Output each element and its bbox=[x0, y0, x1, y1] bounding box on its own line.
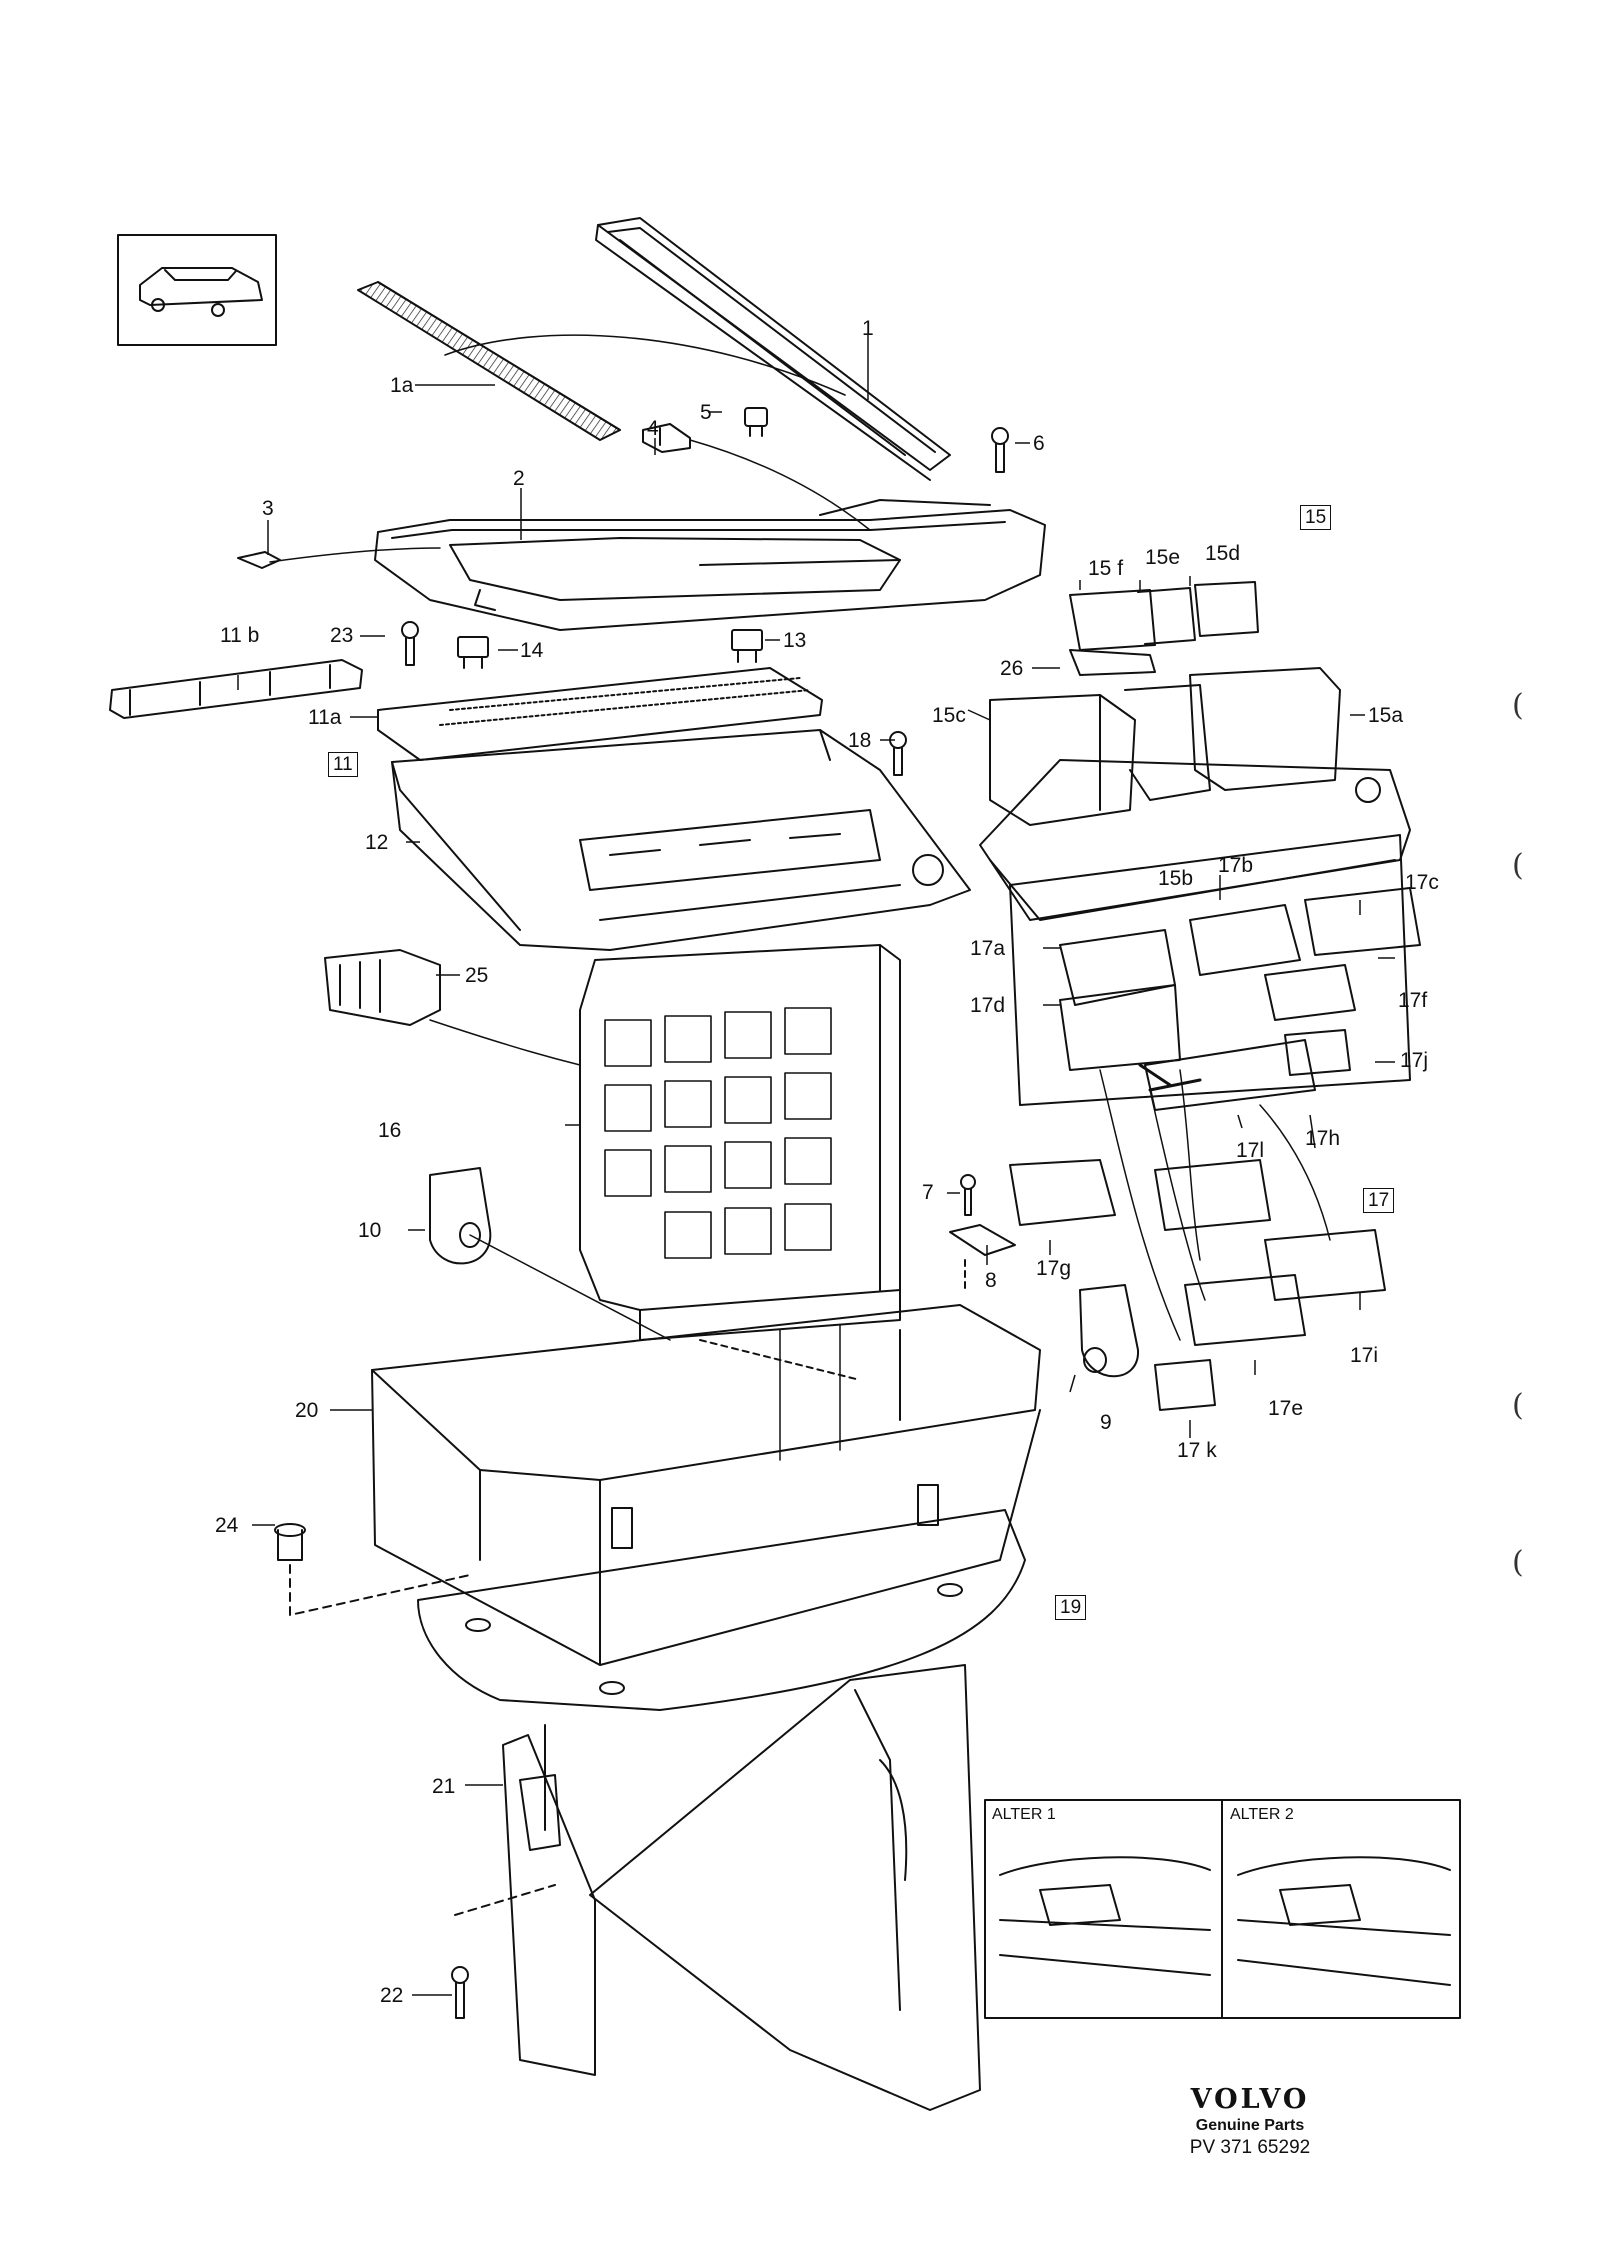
car-thumbnail bbox=[118, 235, 276, 345]
leader-lines bbox=[238, 335, 1395, 1995]
callout-4: 4 bbox=[647, 417, 659, 440]
brand-block: VOLVO Genuine Parts PV 371 65292 bbox=[1160, 2084, 1340, 2159]
callout-1: 1 bbox=[862, 317, 874, 340]
callout-22: 22 bbox=[380, 1984, 404, 2007]
callout-17d: 17d bbox=[970, 994, 1006, 1017]
callout-9: 9 bbox=[1100, 1411, 1112, 1434]
callout-24: 24 bbox=[215, 1514, 239, 1537]
ref-box-15: 15 bbox=[1300, 505, 1332, 530]
part-24-bolt bbox=[275, 1524, 470, 1615]
part-5-fuse bbox=[745, 408, 767, 436]
callout-10: 10 bbox=[358, 1219, 382, 1242]
callout-17i: 17i bbox=[1350, 1344, 1379, 1367]
callout-6: 6 bbox=[1033, 432, 1045, 455]
callout-17b: 17b bbox=[1218, 854, 1254, 877]
callout-17j: 17j bbox=[1400, 1049, 1429, 1072]
callout-17h: 17h bbox=[1305, 1127, 1341, 1150]
callout-20: 20 bbox=[295, 1399, 319, 1422]
part-25-connector bbox=[325, 950, 580, 1065]
part-8-clamp bbox=[950, 1225, 1015, 1290]
callout-15b: 15b bbox=[1158, 867, 1194, 890]
part-14-fuse bbox=[458, 637, 488, 668]
callout-15a: 15a bbox=[1368, 704, 1404, 727]
callout-18: 18 bbox=[848, 729, 872, 752]
part-catalog-code: PV 371 65292 bbox=[1189, 2137, 1311, 2158]
callout-17e: 17e bbox=[1268, 1397, 1304, 1420]
part-11b-bracket bbox=[110, 660, 362, 718]
callout-12: 12 bbox=[365, 831, 389, 854]
margin-mark: ( bbox=[1512, 688, 1524, 723]
callout-17k: 17 k bbox=[1177, 1439, 1217, 1462]
callout-17a: 17a bbox=[970, 937, 1006, 960]
part-4-clip bbox=[643, 424, 690, 452]
callout-7: 7 bbox=[922, 1181, 934, 1204]
callout-17c: 17c bbox=[1405, 871, 1439, 894]
callout-17g: 17g bbox=[1036, 1257, 1072, 1280]
part-13-fuse bbox=[732, 630, 762, 662]
part-2-lid bbox=[375, 500, 1045, 630]
part-23-screw bbox=[402, 622, 418, 665]
brand-subtitle: Genuine Parts bbox=[1195, 2117, 1305, 2134]
callout-17f: 17f bbox=[1398, 989, 1428, 1012]
callout-17l: 17l bbox=[1236, 1139, 1265, 1162]
relay-group-15 bbox=[980, 582, 1410, 920]
callout-15d: 15d bbox=[1205, 542, 1241, 565]
margin-mark: ( bbox=[1512, 848, 1524, 883]
part-10-grommet bbox=[430, 1168, 670, 1340]
callout-26: 26 bbox=[1000, 657, 1024, 680]
ref-box-19: 19 bbox=[1055, 1595, 1087, 1620]
callout-8: 8 bbox=[985, 1269, 997, 1292]
part-6-screw bbox=[992, 428, 1008, 472]
callout-21: 21 bbox=[432, 1775, 456, 1798]
callout-11b: 11 b bbox=[220, 624, 260, 647]
relay-group-17 bbox=[1010, 835, 1420, 1410]
part-9-grommet bbox=[1080, 1285, 1138, 1376]
callout-2: 2 bbox=[513, 467, 525, 490]
alter-2-label: ALTER 2 bbox=[1230, 1806, 1294, 1823]
callout-13: 13 bbox=[783, 629, 807, 652]
callout-15c: 15c bbox=[932, 704, 966, 727]
callout-1a: 1a bbox=[390, 374, 414, 397]
part-7-screw bbox=[961, 1175, 975, 1215]
volvo-logo: VOLVO bbox=[1190, 2084, 1310, 2115]
callout-15e: 15e bbox=[1145, 546, 1181, 569]
callout-23: 23 bbox=[330, 624, 354, 647]
callout-14: 14 bbox=[520, 639, 544, 662]
margin-mark: ( bbox=[1512, 1545, 1524, 1580]
callout-25: 25 bbox=[465, 964, 489, 987]
callout-16: 16 bbox=[378, 1119, 402, 1142]
callout-3: 3 bbox=[262, 497, 274, 520]
part-12-fuse-holder bbox=[392, 730, 970, 950]
callout-11a: 11a bbox=[308, 706, 342, 729]
margin-mark: ( bbox=[1512, 1388, 1524, 1423]
part-21-bracket bbox=[455, 1665, 980, 2110]
part-16-relay-plate bbox=[580, 945, 900, 1340]
part-11a-fuse-plate bbox=[378, 668, 822, 760]
part-20-lower-case bbox=[372, 1305, 1040, 1665]
part-3-clip bbox=[238, 548, 440, 568]
alter-1-label: ALTER 1 bbox=[992, 1806, 1056, 1823]
alter-inset bbox=[985, 1800, 1460, 2018]
part-1-cover bbox=[596, 218, 950, 480]
part-18-screw bbox=[890, 732, 906, 775]
callout-5: 5 bbox=[700, 401, 712, 424]
part-1a-label-sheet bbox=[358, 282, 620, 440]
ref-box-17: 17 bbox=[1363, 1188, 1395, 1213]
callout-15f: 15 f bbox=[1088, 557, 1124, 580]
part-22-screw bbox=[452, 1967, 468, 2018]
ref-box-11: 11 bbox=[328, 752, 358, 777]
base-flange bbox=[418, 1510, 1025, 1710]
